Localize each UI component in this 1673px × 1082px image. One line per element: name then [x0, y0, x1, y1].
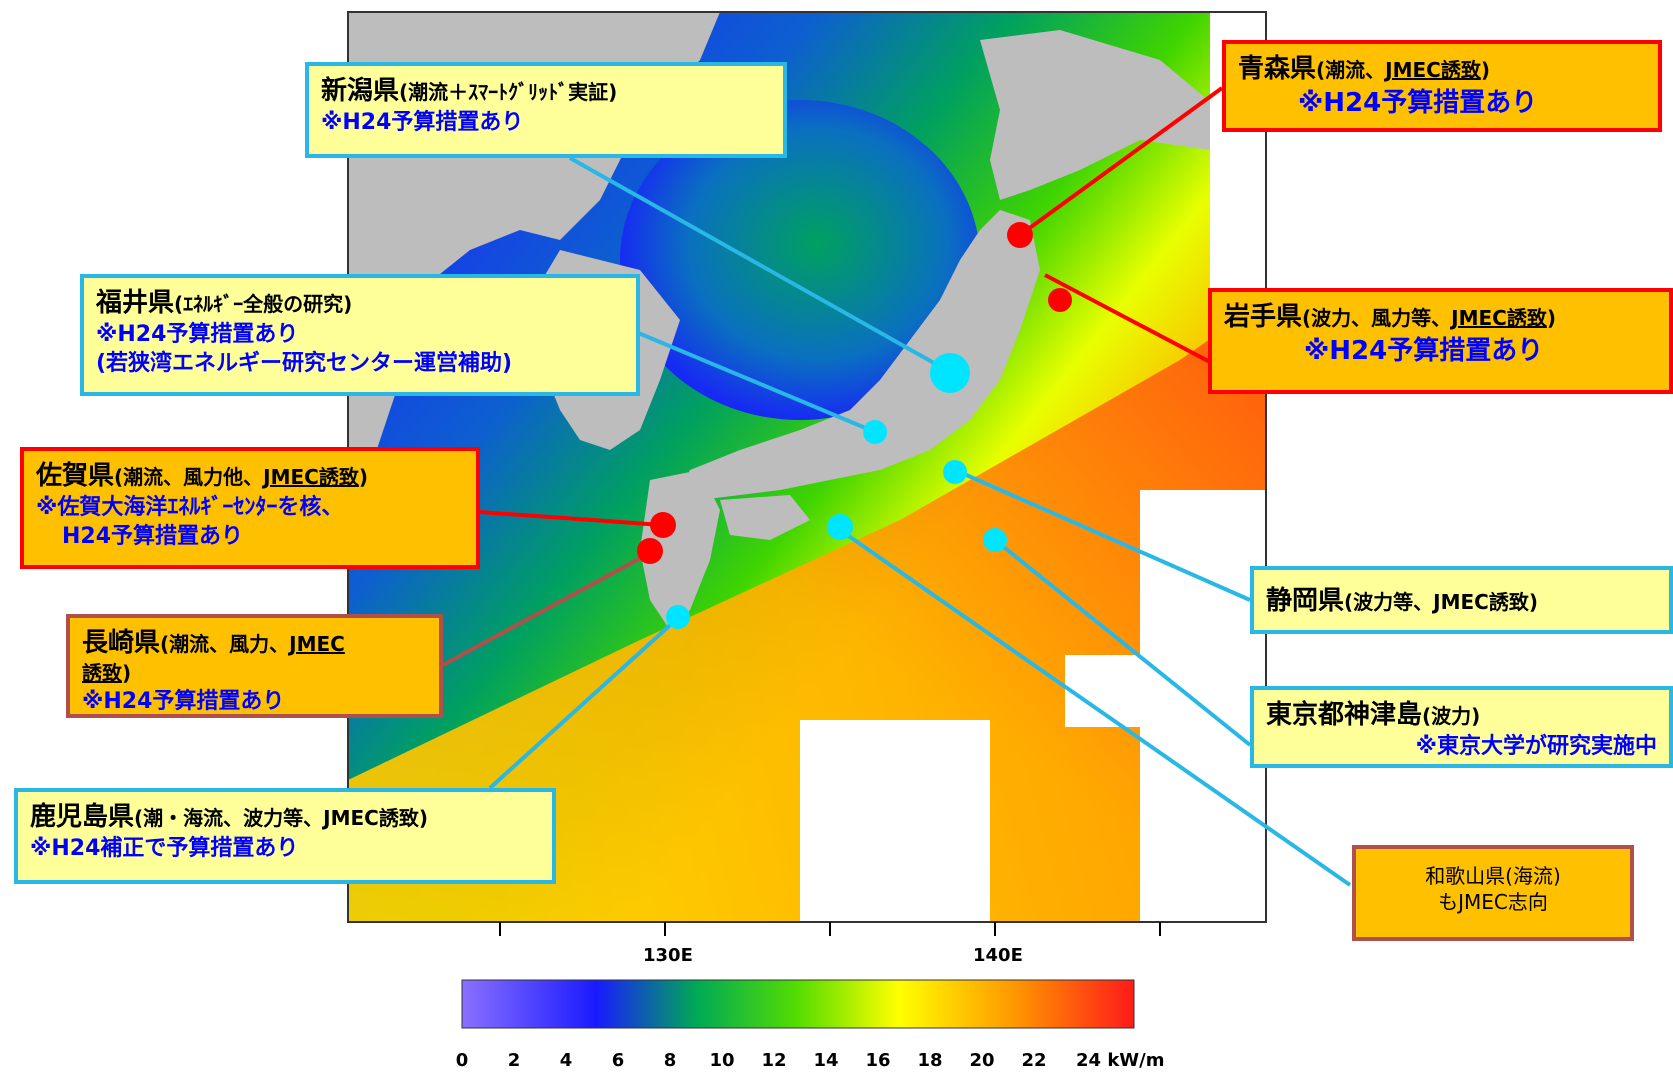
colorbar-tick: 2 [507, 1050, 521, 1071]
callout-detail: ) [122, 661, 132, 686]
land-shikoku [720, 495, 810, 540]
site-marker-wakayama [827, 514, 853, 540]
callout-detail-underlined: JMEC誘致 [1451, 306, 1547, 330]
callout-note: ※H24予算措置あり [1298, 88, 1538, 119]
site-marker-saga [650, 512, 676, 538]
callout-title: 青森県 [1238, 54, 1317, 84]
callout-title: 福井県 [96, 288, 175, 318]
colorbar-tick: 24 kW/m [1076, 1050, 1165, 1071]
site-marker-kagoshima [666, 605, 690, 629]
site-marker-fukui [863, 420, 887, 444]
callout-detail: ) [358, 465, 368, 489]
callout-fukui: 福井県(ｴﾈﾙｷﾞｰ全般の研究) ※H24予算措置あり (若狭湾エネルギー研究セ… [80, 274, 640, 396]
callout-detail: ) [1480, 58, 1490, 82]
connector-line [479, 510, 663, 527]
colorbar-tick: 4 [559, 1050, 573, 1071]
colorbar-tick: 0 [455, 1050, 469, 1071]
callout-detail-underlined: 誘致 [82, 661, 122, 686]
callout-note: ※佐賀大海洋ｴﾈﾙｷﾞｰｾﾝﾀｰを核、 [36, 495, 344, 521]
site-marker-nagasaki [637, 538, 663, 564]
longitude-label-140e: 140E [973, 945, 1023, 966]
callout-detail: (潮流、 [1316, 58, 1386, 82]
callout-note: ※H24補正で予算措置あり [30, 836, 299, 862]
connector-line [569, 156, 951, 374]
colorbar-tick: 16 [865, 1050, 891, 1071]
colorbar-tick: 14 [813, 1050, 839, 1071]
connector-line [442, 551, 651, 667]
masked-region-3 [1140, 490, 1266, 930]
pacific-warm-band [348, 300, 1266, 922]
callout-detail: (波力) [1422, 704, 1481, 728]
callout-shizuoka: 静岡県(波力等、JMEC誘致) [1250, 566, 1673, 634]
colorbar-tick: 18 [917, 1050, 943, 1071]
callout-detail: (潮・海流、波力等、JMEC誘致) [134, 806, 428, 830]
callout-title: 佐賀県 [36, 461, 115, 491]
callout-note: ※H24予算措置あり [96, 322, 299, 348]
callout-detail: (潮流＋ｽﾏｰﾄｸﾞﾘｯﾄﾞ実証) [399, 80, 618, 104]
masked-region-2 [1065, 655, 1140, 727]
site-marker-niigata [930, 353, 970, 393]
callout-detail: (潮流、風力、 [160, 632, 290, 656]
colorbar-tick: 22 [1021, 1050, 1047, 1071]
longitude-label-130e: 130E [643, 945, 693, 966]
site-marker-kozushima [983, 528, 1007, 552]
callout-note: (若狭湾エネルギー研究センター運営補助) [96, 351, 513, 377]
callout-title: 鹿児島県 [30, 802, 135, 832]
connector-line [1044, 273, 1211, 364]
callout-note: H24予算措置あり [62, 524, 244, 550]
colorbar-tick: 8 [663, 1050, 677, 1071]
callout-wakayama: 和歌山県(海流) もJMEC志向 [1352, 845, 1634, 941]
callout-detail-underlined: JMEC誘致 [263, 465, 359, 489]
callout-detail: ) [1546, 306, 1556, 330]
callout-title: 長崎県 [82, 628, 161, 658]
land-hokkaido [980, 30, 1220, 200]
callout-kozushima: 東京都神津島(波力) ※東京大学が研究実施中 [1250, 686, 1673, 768]
site-marker-shizuoka [943, 460, 967, 484]
callout-note: ※H24予算措置あり [1304, 336, 1544, 367]
callout-note: ※H24予算措置あり [82, 688, 285, 714]
callout-saga: 佐賀県(潮流、風力他、JMEC誘致) ※佐賀大海洋ｴﾈﾙｷﾞｰｾﾝﾀｰを核、 H… [20, 447, 480, 569]
masked-region-1 [800, 720, 990, 922]
callout-nagasaki: 長崎県(潮流、風力、JMEC 誘致) ※H24予算措置あり [66, 614, 443, 718]
connector-line [954, 468, 1251, 602]
colorbar-tick: 12 [761, 1050, 787, 1071]
colorbar-tick: 20 [969, 1050, 995, 1071]
colorbar-tick: 6 [611, 1050, 625, 1071]
callout-kagoshima: 鹿児島県(潮・海流、波力等、JMEC誘致) ※H24補正で予算措置あり [14, 788, 556, 884]
callout-detail-underlined: JMEC [289, 632, 345, 656]
callout-line: もJMEC志向 [1438, 890, 1548, 915]
callout-note: ※H24予算措置あり [321, 110, 524, 136]
callout-niigata: 新潟県(潮流＋ｽﾏｰﾄｸﾞﾘｯﾄﾞ実証) ※H24予算措置あり [305, 62, 787, 158]
connector-line [635, 330, 876, 434]
callout-iwate: 岩手県(波力、風力等、JMEC誘致) ※H24予算措置あり [1208, 288, 1673, 394]
colorbar-tick: 10 [709, 1050, 735, 1071]
callout-detail: (波力、風力等、 [1302, 306, 1452, 330]
callout-title: 静岡県 [1266, 586, 1345, 616]
callout-aomori: 青森県(潮流、JMEC誘致) ※H24予算措置あり [1222, 40, 1662, 132]
site-marker-aomori [1007, 222, 1033, 248]
callout-detail: (波力等、JMEC誘致) [1344, 590, 1538, 614]
callout-title: 新潟県 [321, 76, 400, 106]
callout-detail: (潮流、風力他、 [114, 465, 264, 489]
connector-line [488, 616, 680, 790]
land-honshu [680, 210, 1040, 500]
site-marker-iwate [1048, 288, 1072, 312]
callout-detail: (ｴﾈﾙｷﾞｰ全般の研究) [174, 292, 353, 316]
callout-detail-underlined: JMEC誘致 [1385, 58, 1481, 82]
callout-line: 和歌山県(海流) [1425, 864, 1561, 888]
land-kyushu [640, 470, 720, 630]
callout-note: ※東京大学が研究実施中 [1415, 734, 1657, 760]
callout-title: 岩手県 [1224, 302, 1303, 332]
connector-line [1018, 86, 1224, 237]
connector-line [838, 528, 1352, 887]
callout-title: 東京都神津島 [1266, 700, 1423, 730]
colorbar [461, 979, 1135, 1029]
connector-line [993, 538, 1252, 747]
